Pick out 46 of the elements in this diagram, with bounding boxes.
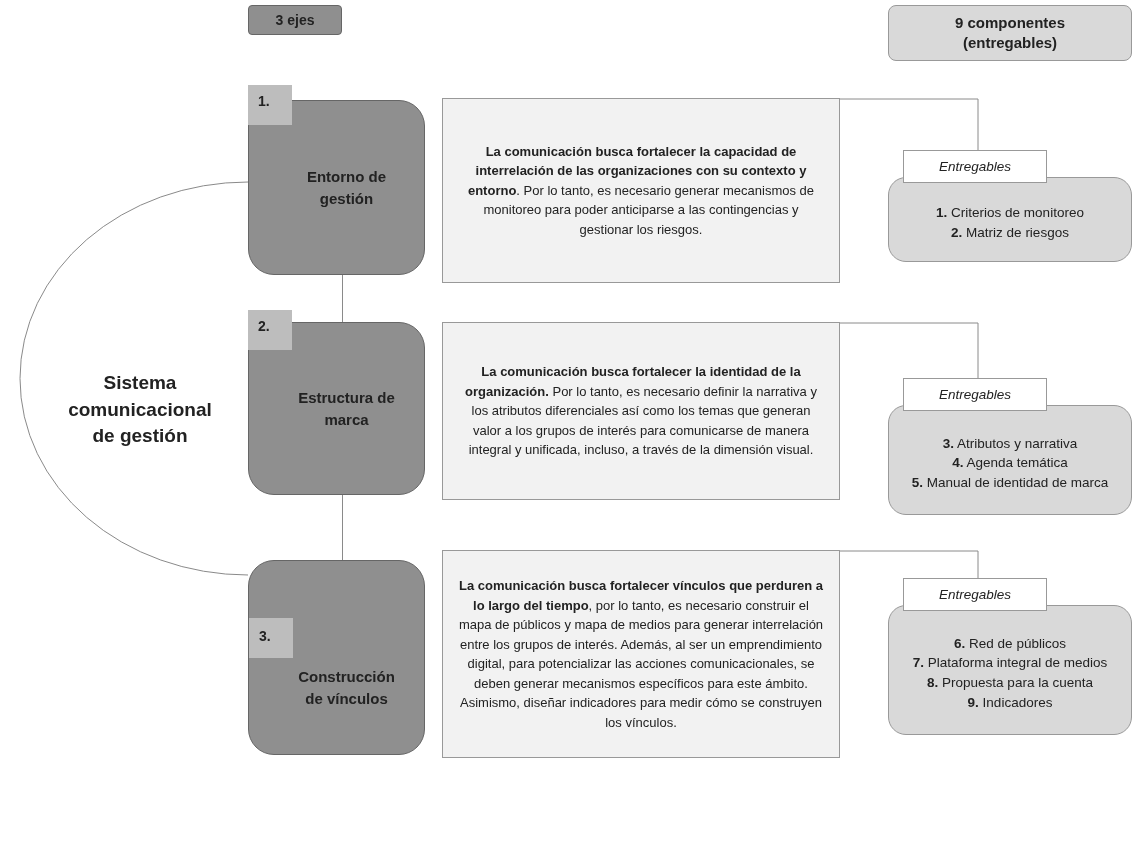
deliverables-tab <box>903 150 1047 183</box>
deliverable-item: 4. Agenda temática <box>952 454 1068 473</box>
number-tab <box>248 85 292 125</box>
number-text: 3. <box>259 627 271 646</box>
deliverable-item: 5. Manual de identidad de marca <box>911 473 1109 492</box>
tab-text: Entregables <box>938 387 1012 402</box>
deliverable-item: 1. Criterios de monitoreo <box>936 203 1084 222</box>
connector-line <box>839 550 979 579</box>
description-text: La comunicación busca fortalecer la capacidad de interrelación de las organizaciones con su contexto y entorno. Por lo tanto, es necesario generar mecanismos de monitoreo para poder anticiparse a las contingencias y gestionar los riesgos. <box>466 142 816 239</box>
description-text: La comunicación busca fortalecer vínculos que perduren a lo largo del tiempo, por lo tanto, es necesario construir el mapa de públicos y mapa de medios para generar interrelación entre los grupos de interés. Además, al ser un emprendimiento digital, para potencializar las acciones comunicacionales, se deben generar mecanismos específicos para este ámbito. Asimismo, diseñar indicadores para medir cómo se construyen los vínculos. <box>457 577 825 732</box>
connector-line <box>839 98 979 151</box>
deliverable-item: 9. Indicadores <box>967 693 1053 712</box>
description-box <box>442 98 840 283</box>
diagram-label: Sistema comunicacional de gestión <box>67 371 213 449</box>
header-box <box>888 5 1132 61</box>
number-tab <box>249 618 293 658</box>
deliverables-box <box>888 405 1132 515</box>
header-box <box>248 5 342 35</box>
description-text: La comunicación busca fortalecer la identidad de la organización. Por lo tanto, es necesario definir la narrativa y los atributos diferenciales así como los temas que generan valor a los grupos de interés para comunicarse de manera integral y unificada, incluso, a través de la dimensión visual. <box>464 363 818 460</box>
header-text: 3 ejes <box>275 12 315 28</box>
axis-box <box>248 322 425 495</box>
connector-line <box>839 322 979 379</box>
description-box <box>442 322 840 500</box>
number-text: 2. <box>258 318 270 334</box>
deliverable-item: 2. Matriz de riesgos <box>951 223 1069 242</box>
header-text: 9 componentes (entregables) <box>954 12 1066 53</box>
deliverables-box <box>888 177 1132 262</box>
tab-text: Entregables <box>938 159 1012 174</box>
axis-title: Entorno de gestión <box>305 166 388 209</box>
number-tab <box>248 310 292 350</box>
deliverables-tab <box>903 378 1047 411</box>
description-box <box>442 550 840 758</box>
deliverable-item: 3. Atributos y narrativa <box>942 434 1078 453</box>
connector-line <box>342 274 343 323</box>
number-text: 1. <box>258 93 270 109</box>
axis-title: Estructura de marca <box>297 387 396 430</box>
connector-line <box>342 494 343 561</box>
deliverable-item: 6. Red de públicos <box>954 634 1066 653</box>
deliverable-item: 7. Plataforma integral de medios <box>912 654 1108 673</box>
deliverables-tab <box>903 578 1047 611</box>
axis-title: Construcción de vínculos <box>297 666 396 709</box>
deliverable-item: 8. Propuesta para la cuenta <box>927 674 1093 692</box>
tab-text: Entregables <box>938 587 1012 602</box>
connector-line <box>19 181 249 576</box>
deliverables-box <box>888 605 1132 735</box>
axis-box <box>248 560 425 755</box>
